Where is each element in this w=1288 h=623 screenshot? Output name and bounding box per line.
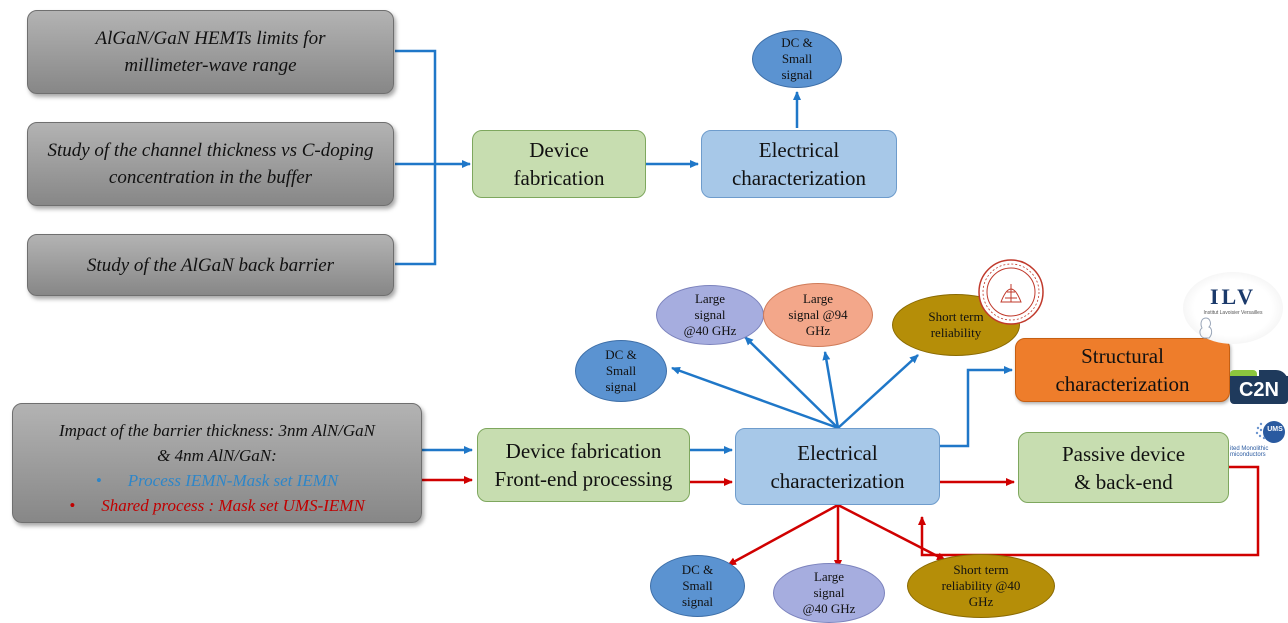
dc-small-signal-top-label: DC & Small signal bbox=[781, 35, 813, 82]
feedback-loop bbox=[918, 465, 1260, 557]
electrical-characterization-box: Electrical characterization bbox=[701, 130, 897, 198]
large-signal-40ghz-lower-label: Large signal @40 GHz bbox=[802, 569, 856, 616]
ums-logo: UMS ited Monolithic miconductors bbox=[1230, 418, 1288, 458]
short-term-reliability-upper-label: Short term reliability bbox=[928, 309, 984, 340]
ilv-figure-icon bbox=[1199, 317, 1213, 339]
arrow-to-dc-upper bbox=[671, 366, 839, 430]
arrow-to-structural bbox=[940, 366, 1013, 448]
front-end-fabrication-box: Device fabrication Front-end processing bbox=[477, 428, 690, 502]
ilv-logo-subtitle: Institut Lavoisier Versailles bbox=[1203, 310, 1263, 316]
bullet-dot: • bbox=[95, 471, 102, 490]
arrow-to-large94 bbox=[822, 351, 840, 429]
large-signal-40ghz-upper-label: Large signal @40 GHz bbox=[683, 291, 737, 338]
dc-small-signal-oval-lower: DC & Small signal bbox=[650, 555, 745, 617]
large-signal-94ghz-oval: Large signal @94 GHz bbox=[763, 283, 873, 347]
passive-device-label: Passive device & back-end bbox=[1061, 441, 1186, 494]
input-back-barrier-text: Study of the AlGaN back barrier bbox=[86, 254, 335, 276]
device-fabrication-label: Device fabrication bbox=[513, 138, 605, 190]
ums-logo-text: UMS bbox=[1267, 426, 1283, 433]
large-signal-40ghz-oval-upper: Large signal @40 GHz bbox=[656, 285, 764, 345]
passive-device-box: Passive device & back-end bbox=[1018, 432, 1229, 503]
arrow-to-large40-upper bbox=[744, 336, 839, 429]
electrical-characterization-bottom-label: Electrical characterization bbox=[770, 440, 905, 493]
input-channel-thickness-text: Study of the channel thickness vs C-dopi… bbox=[47, 140, 374, 188]
electrical-characterization-label: Electrical characterization bbox=[731, 138, 867, 190]
bullet-shared-process: • Shared process : Mask set UMS-IEMN bbox=[33, 493, 401, 518]
arrow-to-dc-lower bbox=[727, 503, 839, 567]
structural-characterization-label: Structural characterization bbox=[1055, 344, 1190, 396]
front-end-fabrication-line1: Device fabrication bbox=[505, 439, 662, 463]
short-term-reliability-oval-lower: Short term reliability @40 GHz bbox=[907, 554, 1055, 618]
dc-small-signal-lower-label: DC & Small signal bbox=[681, 562, 714, 609]
structural-characterization-box: Structural characterization bbox=[1015, 338, 1230, 402]
front-end-fabrication-line2: Front-end processing bbox=[494, 467, 673, 491]
c2n-logo-text: C2N bbox=[1230, 376, 1288, 404]
device-fabrication-box: Device fabrication bbox=[472, 130, 646, 198]
electrical-characterization-box-bottom: Electrical characterization bbox=[735, 428, 940, 505]
large-signal-94ghz-label: Large signal @94 GHz bbox=[788, 291, 848, 338]
input-hemt-limits-text: AlGaN/GaN HEMTs limits for millimeter-wa… bbox=[95, 28, 326, 76]
ums-logo-subtitle: ited Monolithic miconductors bbox=[1230, 446, 1269, 458]
arrow-to-reliability-upper bbox=[837, 354, 919, 429]
c2n-logo: C2N bbox=[1230, 370, 1288, 404]
short-term-reliability-lower-label: Short term reliability @40 GHz bbox=[941, 562, 1021, 609]
bullet-dot: • bbox=[69, 496, 76, 515]
ilv-logo-text: ILV bbox=[1209, 284, 1257, 309]
university-seal-logo bbox=[978, 259, 1044, 325]
input-hemt-limits: AlGaN/GaN HEMTs limits for millimeter-wa… bbox=[27, 10, 394, 94]
input-barrier-thickness: Impact of the barrier thickness: 3nm AlN… bbox=[12, 403, 422, 523]
dc-small-signal-upper-label: DC & Small signal bbox=[605, 347, 637, 394]
bullet-process-iemn-text: Process IEMN-Mask set IEMN bbox=[127, 471, 339, 490]
barrier-thickness-text: Impact of the barrier thickness: 3nm AlN… bbox=[58, 421, 376, 465]
bullet-process-iemn: • Process IEMN-Mask set IEMN bbox=[33, 468, 401, 493]
input-back-barrier: Study of the AlGaN back barrier bbox=[27, 234, 394, 296]
bullet-shared-process-text: Shared process : Mask set UMS-IEMN bbox=[101, 496, 365, 515]
dc-small-signal-oval-top: DC & Small signal bbox=[752, 30, 842, 88]
ums-dots-icon bbox=[1255, 421, 1285, 443]
input-channel-thickness: Study of the channel thickness vs C-dopi… bbox=[27, 122, 394, 206]
dc-small-signal-oval-upper: DC & Small signal bbox=[575, 340, 667, 402]
large-signal-40ghz-oval-lower: Large signal @40 GHz bbox=[773, 563, 885, 623]
arrow-to-reliability-lower bbox=[837, 503, 946, 562]
bracket-line bbox=[395, 49, 437, 266]
ilv-logo: ILV Institut Lavoisier Versailles bbox=[1183, 272, 1283, 344]
